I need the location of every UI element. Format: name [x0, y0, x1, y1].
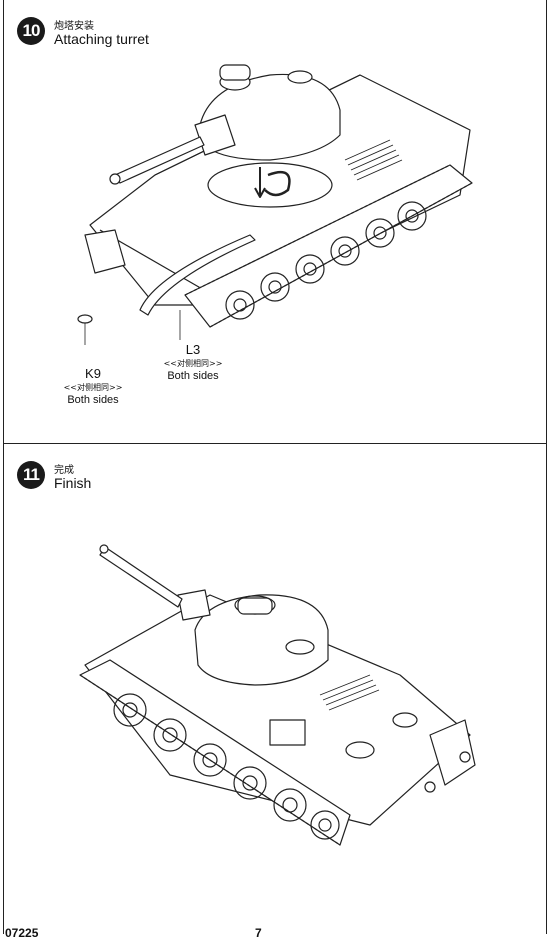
step-11-badge: 11 — [17, 461, 45, 489]
part-l3-code: L3 — [185, 342, 201, 357]
finished-tank-illustration — [79, 544, 476, 846]
footer-kit-number: 07225 — [5, 926, 39, 940]
part-k9-code: K9 — [85, 366, 101, 381]
part-l3-note-en: Both sides — [167, 370, 219, 382]
part-l3-note-cn: <<对侧相同>> — [163, 359, 223, 368]
part-k9-label: K9 <<对侧相同>> Both sides — [58, 366, 128, 406]
tank-turret-assembly-illustration — [77, 64, 473, 345]
footer-page-number: 7 — [255, 926, 262, 940]
part-l3-label: L3 <<对侧相同>> Both sides — [158, 342, 228, 382]
step-11-title-en: Finish — [54, 475, 92, 491]
step-11-title-cn: 完成 — [54, 465, 74, 476]
step-10-badge: 10 — [17, 17, 45, 45]
page-frame — [3, 0, 547, 934]
part-k9-note-cn: <<对侧相同>> — [63, 383, 123, 392]
step-10-title-cn: 炮塔安装 — [54, 21, 94, 32]
part-k9-note-en: Both sides — [67, 394, 119, 406]
step-divider — [3, 443, 547, 444]
step-10-title-en: Attaching turret — [54, 31, 149, 47]
